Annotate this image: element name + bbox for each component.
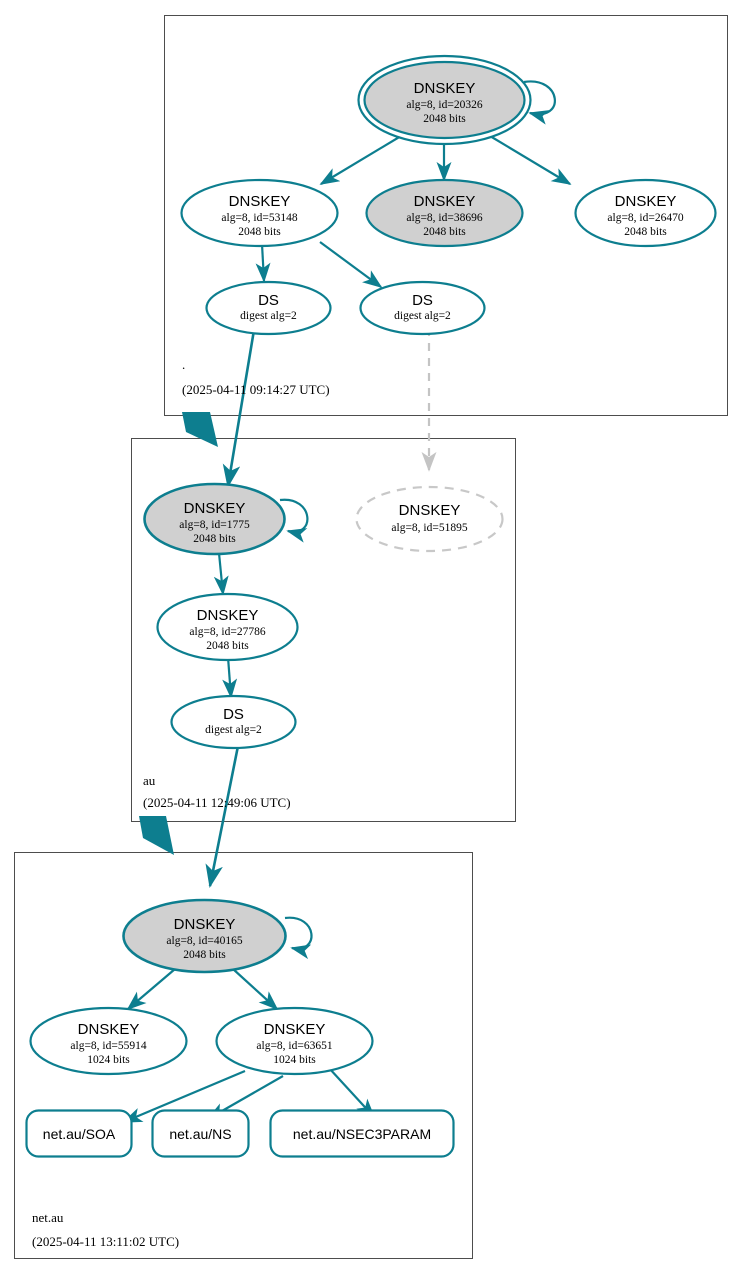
edge-root-ds-to-au-dnskey — [222, 329, 256, 489]
edge-root-ksk-self-sign — [523, 80, 556, 125]
delegation-marker-root-to-au — [182, 412, 218, 447]
node-label-alg-id: alg=8, id=40165 — [166, 935, 242, 947]
node-label-title: DNSKEY — [78, 1021, 140, 1038]
edge-netau-ksk-to-55914 — [126, 968, 176, 1011]
edge-root-ksk-to-26470 — [489, 135, 572, 185]
zone-name: net.au — [32, 1210, 64, 1225]
node-label-alg-id: alg=8, id=38696 — [406, 212, 482, 224]
zone-name: au — [143, 773, 156, 788]
node-label-title: DNSKEY — [174, 916, 236, 933]
node-root-ds-left[interactable]: DS digest alg=2 — [205, 280, 332, 336]
node-au-ds[interactable]: DS digest alg=2 — [170, 694, 297, 750]
node-label-title: DNSKEY — [197, 607, 259, 624]
node-label-digest: digest alg=2 — [205, 724, 262, 736]
zone-timestamp: (2025-04-11 12:49:06 UTC) — [143, 795, 291, 810]
node-label-title: DNSKEY — [229, 193, 291, 210]
zone-label-au: au (2025-04-11 12:49:06 UTC) — [143, 773, 291, 810]
edge-netau-63651-to-soa — [122, 1069, 246, 1124]
record-label: net.au/NSEC3PARAM — [293, 1126, 431, 1142]
node-label-bits: 1024 bits — [273, 1054, 316, 1066]
record-net-au-soa[interactable]: net.au/SOA — [25, 1109, 133, 1158]
node-label-title: DNSKEY — [414, 193, 476, 210]
record-label: net.au/NS — [169, 1126, 231, 1142]
node-label-title: DNSKEY — [264, 1021, 326, 1038]
node-label-digest: digest alg=2 — [240, 310, 297, 322]
edge-root-53148-to-ds-left — [255, 243, 271, 283]
node-root-dnskey-53148[interactable]: DNSKEY alg=8, id=53148 2048 bits — [180, 178, 339, 248]
record-label: net.au/SOA — [43, 1126, 116, 1142]
record-net-au-ns[interactable]: net.au/NS — [151, 1109, 250, 1158]
node-label-alg-id: alg=8, id=53148 — [221, 212, 297, 224]
zone-name: . — [182, 357, 185, 372]
edge-netau-63651-to-nsec3param — [328, 1067, 376, 1119]
node-label-bits: 2048 bits — [423, 113, 466, 125]
node-label-title: DS — [258, 292, 279, 309]
zone-label-root: . (2025-04-11 09:14:27 UTC) — [182, 357, 330, 397]
node-label-alg-id: alg=8, id=26470 — [607, 212, 683, 224]
node-label-alg-id: alg=8, id=55914 — [70, 1040, 146, 1052]
edge-au-27786-to-ds — [222, 656, 238, 699]
node-label-bits: 2048 bits — [423, 226, 466, 238]
node-label-bits: 2048 bits — [193, 533, 236, 545]
edge-root-ksk-to-53148 — [319, 135, 402, 185]
zone-label-netau: net.au (2025-04-11 13:11:02 UTC) — [32, 1210, 179, 1249]
delegation-marker-au-to-netau — [139, 816, 174, 855]
node-label-bits: 2048 bits — [183, 949, 226, 961]
node-netau-dnskey-63651[interactable]: DNSKEY alg=8, id=63651 1024 bits — [215, 1006, 374, 1076]
node-label-title: DNSKEY — [399, 502, 461, 519]
edge-au-ksk-self-sign — [279, 498, 309, 543]
node-au-dnskey-51895-insecure[interactable]: DNSKEY alg=8, id=51895 — [355, 485, 504, 553]
node-label-alg-id: alg=8, id=20326 — [406, 99, 482, 111]
zone-timestamp: (2025-04-11 09:14:27 UTC) — [182, 382, 330, 397]
node-au-dnskey-27786[interactable]: DNSKEY alg=8, id=27786 2048 bits — [156, 592, 299, 662]
edge-netau-ksk-to-63651 — [232, 968, 279, 1011]
node-label-title: DNSKEY — [184, 500, 246, 517]
node-label-title: DNSKEY — [615, 193, 677, 210]
node-root-dnskey-26470[interactable]: DNSKEY alg=8, id=26470 2048 bits — [574, 178, 717, 248]
edge-root-53148-to-ds-right — [319, 241, 383, 289]
node-label-title: DNSKEY — [414, 80, 476, 97]
node-label-title: DS — [223, 706, 244, 723]
node-label-bits: 1024 bits — [87, 1054, 130, 1066]
node-label-alg-id: alg=8, id=27786 — [189, 626, 265, 638]
record-net-au-nsec3param[interactable]: net.au/NSEC3PARAM — [269, 1109, 455, 1158]
node-label-title: DS — [412, 292, 433, 309]
node-label-digest: digest alg=2 — [394, 310, 451, 322]
node-label-alg-id: alg=8, id=51895 — [391, 522, 467, 534]
node-label-alg-id: alg=8, id=63651 — [256, 1040, 332, 1052]
node-label-bits: 2048 bits — [206, 640, 249, 652]
edge-au-ds-to-netau-dnskey — [205, 745, 240, 889]
zone-timestamp: (2025-04-11 13:11:02 UTC) — [32, 1234, 179, 1249]
node-netau-dnskey-40165[interactable]: DNSKEY alg=8, id=40165 2048 bits — [122, 898, 287, 974]
edge-netau-ksk-self-sign — [284, 916, 313, 960]
node-root-ksk-20326[interactable]: DNSKEY alg=8, id=20326 2048 bits — [357, 54, 532, 146]
node-au-dnskey-1775[interactable]: DNSKEY alg=8, id=1775 2048 bits — [143, 482, 286, 556]
node-root-ds-right[interactable]: DS digest alg=2 — [359, 280, 486, 336]
node-netau-dnskey-55914[interactable]: DNSKEY alg=8, id=55914 1024 bits — [29, 1006, 188, 1076]
node-root-dnskey-38696[interactable]: DNSKEY alg=8, id=38696 2048 bits — [365, 178, 524, 248]
node-label-bits: 2048 bits — [238, 226, 281, 238]
edge-au-ksk-to-27786 — [213, 552, 229, 596]
node-label-alg-id: alg=8, id=1775 — [179, 519, 250, 531]
node-label-bits: 2048 bits — [624, 226, 667, 238]
